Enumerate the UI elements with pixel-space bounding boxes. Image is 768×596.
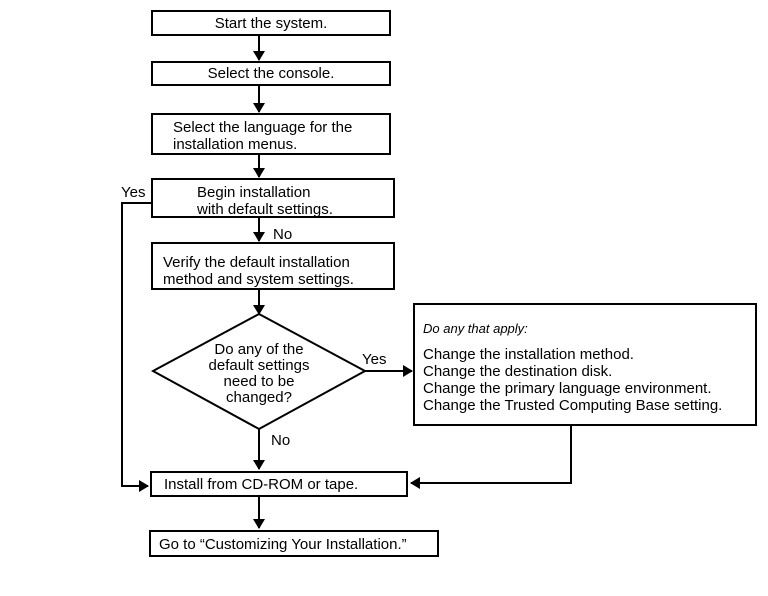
step-verify-settings-line-1: Verify the default installation <box>163 254 350 271</box>
step-install-media: Install from CD-ROM or tape. <box>150 471 408 497</box>
step-start-system-label: Start the system. <box>214 14 328 32</box>
edge-label-decision-yes: Yes <box>362 351 387 368</box>
option-change-language-environment: Change the primary language environment. <box>423 380 712 397</box>
edge-label-decision-no: No <box>271 432 291 449</box>
step-start-system: Start the system. <box>151 10 391 36</box>
decision-question-line-4: changed? <box>226 389 292 406</box>
step-verify-settings: Verify the default installation method a… <box>151 242 395 290</box>
arrow-begin-yes-to-install <box>121 202 152 492</box>
step-select-language-line-2: installation menus. <box>173 136 298 153</box>
step-install-media-label: Install from CD-ROM or tape. <box>164 476 359 493</box>
options-box: Do any that apply: Change the installati… <box>413 303 757 426</box>
decision-question-line-1: Do any of the <box>214 341 304 358</box>
step-verify-settings-line-2: method and system settings. <box>163 271 354 288</box>
option-change-tcb-setting: Change the Trusted Computing Base settin… <box>423 397 723 414</box>
step-goto-customizing: Go to “Customizing Your Installation.” <box>149 530 439 557</box>
decision-question-line-3: need to be <box>223 373 295 390</box>
step-begin-installation-line-1: Begin installation <box>197 184 311 201</box>
edge-label-begin-no: No <box>273 226 293 243</box>
step-goto-customizing-label: Go to “Customizing Your Installation.” <box>159 536 407 553</box>
option-change-installation-method: Change the installation method. <box>423 346 634 363</box>
step-select-console: Select the console. <box>151 61 391 86</box>
decision-question: Do any of the default settings need to b… <box>185 342 333 406</box>
decision-question-line-2: default settings <box>208 357 310 374</box>
step-begin-installation-line-2: with default settings. <box>197 201 333 218</box>
decision-diamond <box>150 312 368 431</box>
option-change-destination-disk: Change the destination disk. <box>423 363 613 380</box>
step-begin-installation: Begin installation with default settings… <box>151 178 395 218</box>
arrow-options-to-install <box>410 426 572 489</box>
step-select-language-line-1: Select the language for the <box>173 119 353 136</box>
options-box-title: Do any that apply: <box>423 321 528 336</box>
edge-label-begin-yes: Yes <box>121 184 146 201</box>
step-select-language: Select the language for the installation… <box>151 113 391 155</box>
step-select-console-label: Select the console. <box>207 65 335 82</box>
